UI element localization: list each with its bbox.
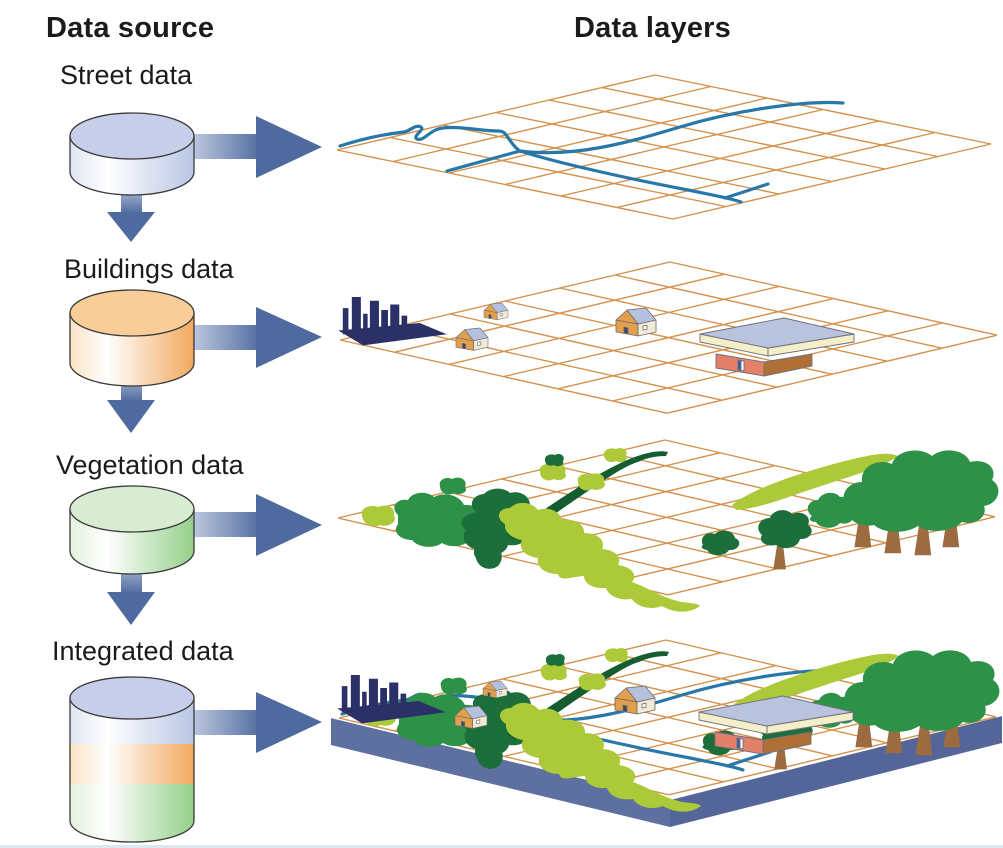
label-vegetation-data: Vegetation data: [56, 450, 244, 480]
street-lines: [338, 100, 845, 204]
vegetation-database-cylinder: [69, 485, 195, 575]
street-database-cylinder: [69, 112, 195, 196]
integrated-database-cylinder: [69, 676, 195, 843]
buildings-layer: [338, 262, 997, 413]
bottom-strip: [0, 845, 1003, 848]
arrow-right-icon: [185, 494, 322, 556]
header-data-source: Data source: [46, 12, 215, 44]
buildings-database-cylinder: [69, 289, 195, 387]
vegetation-layer: [338, 440, 998, 612]
header-data-layers: Data layers: [574, 12, 731, 44]
row-buildings: [69, 262, 997, 433]
street-layer: [337, 75, 991, 219]
label-integrated-data: Integrated data: [52, 636, 234, 666]
arrow-right-icon: [185, 692, 322, 753]
arrow-right-icon: [185, 307, 322, 368]
integrated-layer: [331, 636, 1002, 827]
vegetation-shapes: [361, 448, 999, 612]
label-buildings-data: Buildings data: [64, 254, 234, 284]
slab-left-side: [331, 718, 670, 827]
buildings-objects: [338, 297, 855, 377]
row-vegetation: [69, 440, 998, 625]
arrow-right-icon: [185, 116, 322, 178]
label-street-data: Street data: [60, 60, 193, 90]
row-street: [69, 75, 991, 242]
row-integrated: [69, 636, 1002, 843]
